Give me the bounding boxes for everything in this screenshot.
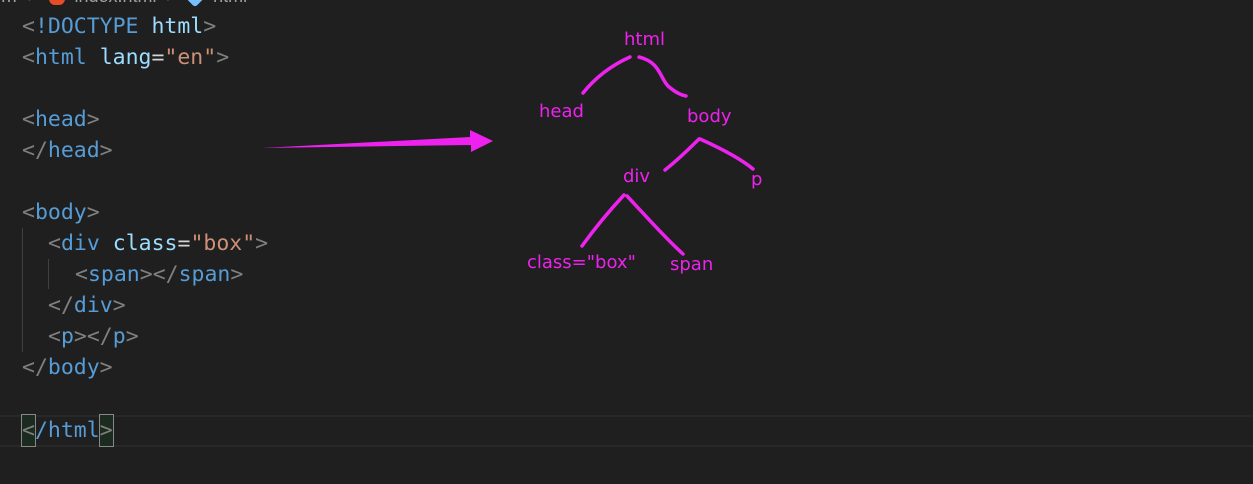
token-punct: < xyxy=(22,45,35,70)
token-attr: class xyxy=(112,231,178,256)
token-tag: head xyxy=(34,107,87,132)
tree-edge-html-body xyxy=(637,55,688,98)
token-punct: > xyxy=(255,231,269,256)
tree-edge-html-head xyxy=(581,55,632,95)
token-punct: < xyxy=(48,231,61,256)
breadcrumb: … > index.html > html xyxy=(0,0,247,8)
token-tag: body xyxy=(47,355,100,380)
token-tag: body xyxy=(34,200,87,225)
cube-icon xyxy=(183,0,207,8)
tree-node-span: span xyxy=(670,254,714,275)
token-punct: > xyxy=(73,324,87,349)
tree-node-p: p xyxy=(751,169,763,190)
token-tag: p xyxy=(60,324,74,349)
tree-node-class-box: class="box" xyxy=(527,252,636,273)
tree-node-head: head xyxy=(539,101,584,122)
token-doctype-name: html xyxy=(151,14,204,39)
bracket-match-close: > xyxy=(98,414,114,447)
token-punct: > xyxy=(125,324,139,349)
token-punct: > xyxy=(230,262,244,287)
breadcrumb-separator: > xyxy=(28,0,39,7)
tree-node-html: html xyxy=(624,29,666,50)
token-punct: > xyxy=(99,355,113,380)
html5-icon xyxy=(48,0,65,5)
token-punct: > xyxy=(203,14,217,39)
current-line-highlight xyxy=(0,415,1253,447)
code-line-12[interactable]: </body> xyxy=(22,352,113,383)
indent-guide xyxy=(22,228,23,352)
tree-node-div: div xyxy=(623,166,651,187)
tree-edge-body-div xyxy=(663,137,701,172)
code-line-10[interactable]: </div> xyxy=(48,290,126,321)
token-punct: < xyxy=(22,14,35,39)
token-punct: < xyxy=(48,324,61,349)
code-line-4[interactable]: <head> xyxy=(22,104,100,135)
token-tag: html xyxy=(34,45,87,70)
token-tag: head xyxy=(47,138,100,163)
token-tag: span xyxy=(87,262,140,287)
token-punct: </ xyxy=(22,355,48,380)
token-punct: > xyxy=(216,45,230,70)
code-line-14[interactable]: </html> xyxy=(21,414,114,447)
token-string: "box" xyxy=(190,231,256,256)
indent-guide xyxy=(48,259,49,289)
token-tag: div xyxy=(60,231,100,256)
breadcrumb-item-symbol[interactable]: html xyxy=(213,0,247,7)
token-tag: div xyxy=(73,293,113,318)
code-line-8[interactable]: <div class="box"> xyxy=(48,228,268,259)
token-punct: </ xyxy=(152,262,179,287)
arrow-right-icon xyxy=(262,130,493,152)
token-punct: > xyxy=(139,262,153,287)
code-line-11[interactable]: <p></p> xyxy=(48,321,139,352)
token-tag: /html xyxy=(34,418,100,443)
token-tag: p xyxy=(112,324,126,349)
tree-edge-div-class xyxy=(580,193,626,248)
code-line-7[interactable]: <body> xyxy=(22,197,100,228)
tree-edge-body-p xyxy=(698,137,755,171)
token-string: "en" xyxy=(164,45,217,70)
breadcrumb-item-file[interactable]: index.html xyxy=(75,0,157,7)
code-line-5[interactable]: </head> xyxy=(22,135,113,166)
token-punct: < xyxy=(75,262,88,287)
token-eq: = xyxy=(151,45,165,70)
bracket-match-open: < xyxy=(21,414,36,447)
token-attr: lang xyxy=(99,45,152,70)
code-line-2[interactable]: <html lang="en"> xyxy=(22,42,229,73)
token-punct: > xyxy=(112,293,126,318)
token-punct: < xyxy=(22,107,35,132)
token-doctype: !DOCTYPE xyxy=(34,14,139,39)
breadcrumb-item-ellipsis[interactable]: … xyxy=(0,0,18,7)
token-punct: > xyxy=(86,107,100,132)
tree-node-body: body xyxy=(687,106,732,127)
token-punct: < xyxy=(22,200,35,225)
token-punct: </ xyxy=(22,138,48,163)
token-tag: span xyxy=(178,262,231,287)
token-punct: > xyxy=(86,200,100,225)
token-eq: = xyxy=(177,231,191,256)
breadcrumb-separator: > xyxy=(167,0,178,7)
token-punct: </ xyxy=(86,324,113,349)
token-punct: </ xyxy=(48,293,74,318)
tree-edge-div-span xyxy=(625,194,685,256)
code-line-1[interactable]: <!DOCTYPE html> xyxy=(22,11,216,42)
code-line-9[interactable]: <span></span> xyxy=(75,259,243,290)
token-punct: > xyxy=(99,138,113,163)
